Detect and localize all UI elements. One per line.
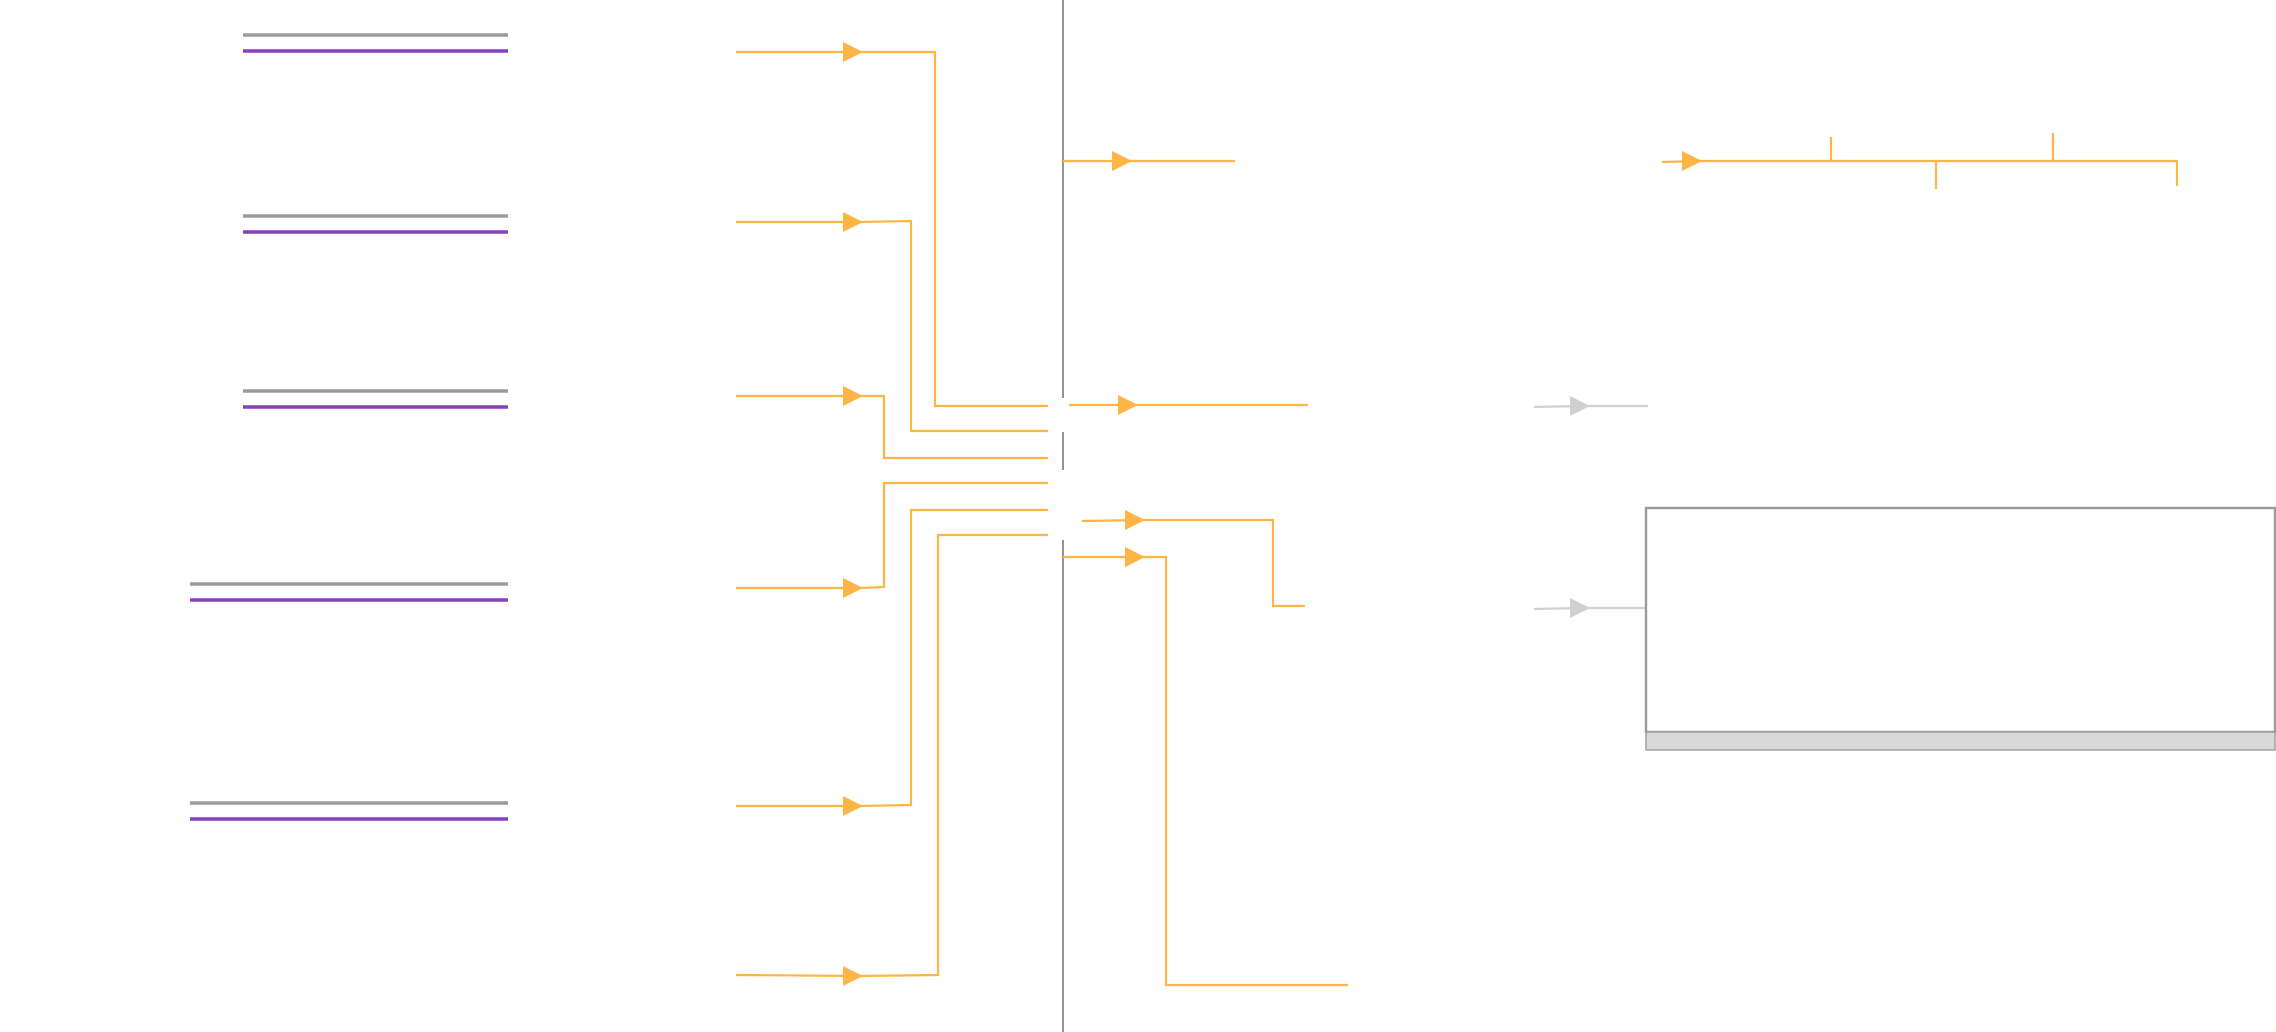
arrow-right-icon: [1682, 151, 1702, 171]
arrow-right-icon: [843, 966, 863, 986]
panel: [1644, 506, 2276, 751]
wire-path: [736, 394, 1048, 460]
left-line-pairs: [190, 33, 508, 821]
line-pair-1: [243, 33, 508, 53]
wire-path: [1533, 404, 1648, 409]
arrow-right-icon: [843, 42, 863, 62]
input-wire-2: [736, 212, 1048, 433]
arrow-right-icon: [1118, 395, 1138, 415]
panel-footer: [1645, 731, 2276, 751]
line-pair-2: [243, 214, 508, 234]
wire-path: [1661, 159, 2179, 186]
input-wire-5: [736, 508, 1048, 816]
output-wire-1: [1063, 151, 1235, 171]
wire-path: [736, 219, 1048, 433]
arrow-right-icon: [1570, 396, 1590, 416]
panel-box: [1644, 506, 2276, 734]
line-pair-4: [190, 582, 508, 602]
wire-path: [736, 508, 1048, 808]
output-wire-5: [1661, 133, 2179, 189]
output-wire-4: [1063, 547, 1348, 987]
arrow-right-icon: [1112, 151, 1132, 171]
wire-path: [1533, 606, 1646, 611]
arrow-right-icon: [1125, 510, 1145, 530]
inactive-wire-1: [1533, 396, 1648, 416]
arrow-right-icon: [843, 386, 863, 406]
input-wire-3: [736, 386, 1048, 460]
output-wires: [1063, 133, 2179, 987]
wire-path: [1063, 555, 1348, 987]
input-wires: [735, 42, 1048, 986]
wire-path: [736, 481, 1048, 590]
arrow-right-icon: [843, 796, 863, 816]
line-pair-3: [243, 389, 508, 409]
inactive-wire-2: [1533, 598, 1646, 618]
output-wire-2: [1069, 395, 1308, 415]
arrow-right-icon: [843, 578, 863, 598]
arrow-right-icon: [1570, 598, 1590, 618]
wire-path: [1081, 518, 1305, 608]
wire-path: [736, 50, 1048, 408]
wire-path: [735, 533, 1048, 978]
input-wire-6: [735, 533, 1048, 986]
line-pair-5: [190, 801, 508, 821]
output-wire-3: [1081, 510, 1305, 608]
input-wire-1: [736, 42, 1048, 408]
input-wire-4: [736, 481, 1048, 598]
inactive-wires: [1533, 396, 1648, 618]
arrow-right-icon: [1125, 547, 1145, 567]
arrow-right-icon: [843, 212, 863, 232]
